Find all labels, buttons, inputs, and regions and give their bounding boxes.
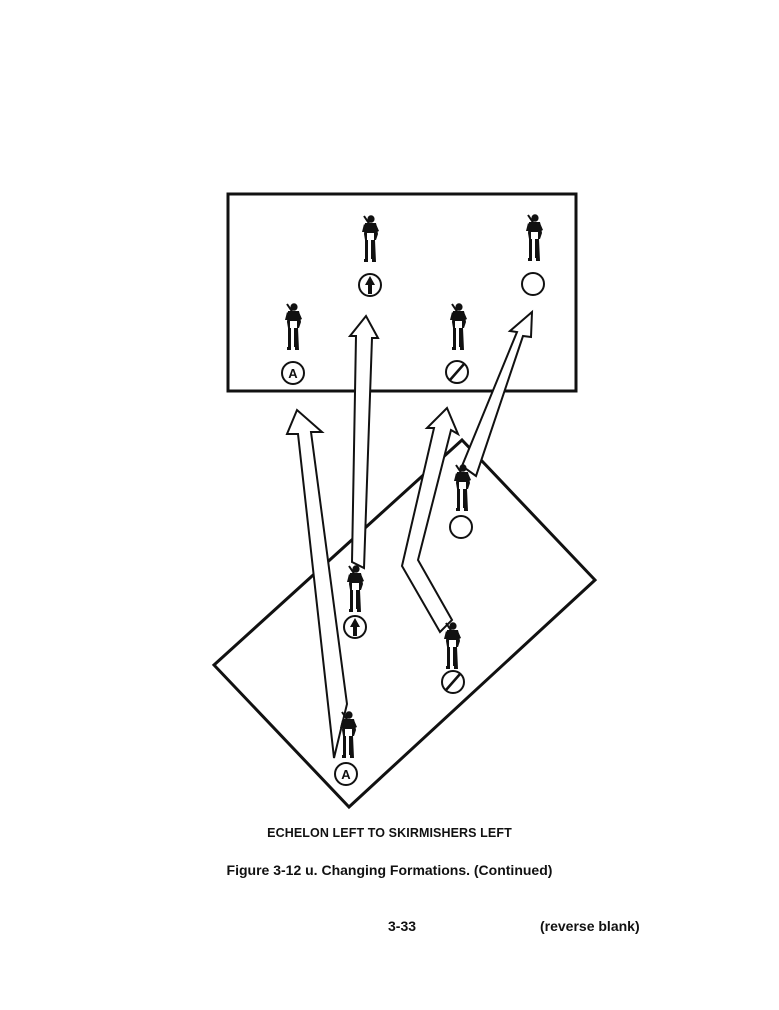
soldier-gren-top bbox=[449, 302, 468, 351]
arrow-automatic-rifleman bbox=[347, 314, 380, 570]
arrow-grenadier bbox=[400, 406, 461, 634]
echelon-left-box bbox=[211, 437, 598, 810]
team-leader-symbol-echelon: A bbox=[334, 762, 358, 786]
skirmishers-left-box bbox=[226, 192, 578, 393]
reverse-blank-note: (reverse blank) bbox=[540, 918, 640, 934]
formation-change-label: ECHELON LEFT TO SKIRMISHERS LEFT bbox=[267, 826, 512, 840]
figure-title: Figure 3-12 u. Changing Formations. (Con… bbox=[226, 862, 553, 878]
automatic-rifleman-symbol-top bbox=[358, 273, 382, 297]
arrow-team-leader bbox=[285, 408, 349, 759]
arrow-rifleman bbox=[460, 309, 534, 478]
page-number: 3-33 bbox=[388, 918, 417, 934]
grenadier-symbol-echelon bbox=[441, 670, 465, 694]
team-leader-symbol-top: A bbox=[281, 361, 305, 385]
soldier-ar-top bbox=[361, 214, 380, 263]
rifleman-symbol-top bbox=[521, 272, 545, 296]
soldier-rifleman-top bbox=[525, 213, 544, 262]
team-leader-letter-top: A bbox=[288, 366, 298, 381]
team-leader-letter-echelon: A bbox=[341, 767, 351, 782]
soldier-tl-top bbox=[284, 302, 303, 351]
soldier-gren-echelon bbox=[443, 621, 462, 670]
grenadier-symbol-top bbox=[445, 360, 469, 384]
automatic-rifleman-symbol-echelon bbox=[343, 615, 367, 639]
rifleman-symbol-echelon bbox=[449, 515, 473, 539]
soldier-ar-echelon bbox=[346, 564, 365, 613]
